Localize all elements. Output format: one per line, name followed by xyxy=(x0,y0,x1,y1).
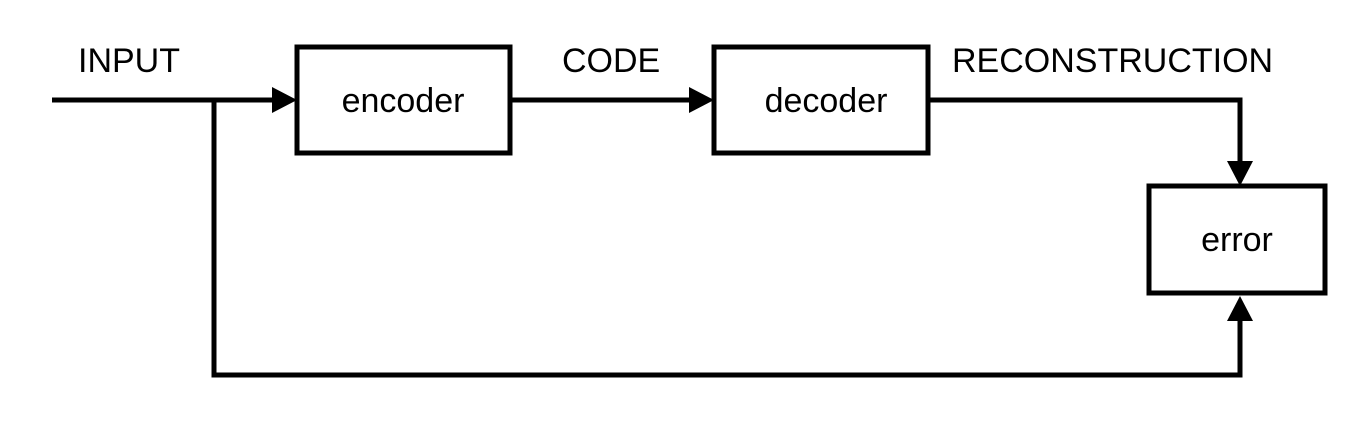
encoder-node: encoder xyxy=(294,44,513,156)
error-text: error xyxy=(1201,221,1273,259)
decoder-node: decoder xyxy=(711,44,931,156)
encoder-box xyxy=(294,44,513,156)
error-top-arrowhead xyxy=(1227,161,1253,186)
input-label: INPUT xyxy=(78,42,180,80)
encoder-text: encoder xyxy=(342,82,465,120)
error-node: error xyxy=(1146,183,1328,296)
reconstruction-label: RECONSTRUCTION xyxy=(952,42,1273,80)
encoder-input-arrowhead xyxy=(272,87,297,113)
input-bypass-line xyxy=(211,100,1243,378)
error-bottom-arrowhead xyxy=(1227,296,1253,321)
decoder-to-error-line xyxy=(928,97,1243,166)
error-box xyxy=(1146,183,1328,296)
decoder-text: decoder xyxy=(765,82,888,120)
decoder-input-arrowhead xyxy=(689,87,714,113)
decoder-box xyxy=(711,44,931,156)
code-label: CODE xyxy=(562,42,660,80)
